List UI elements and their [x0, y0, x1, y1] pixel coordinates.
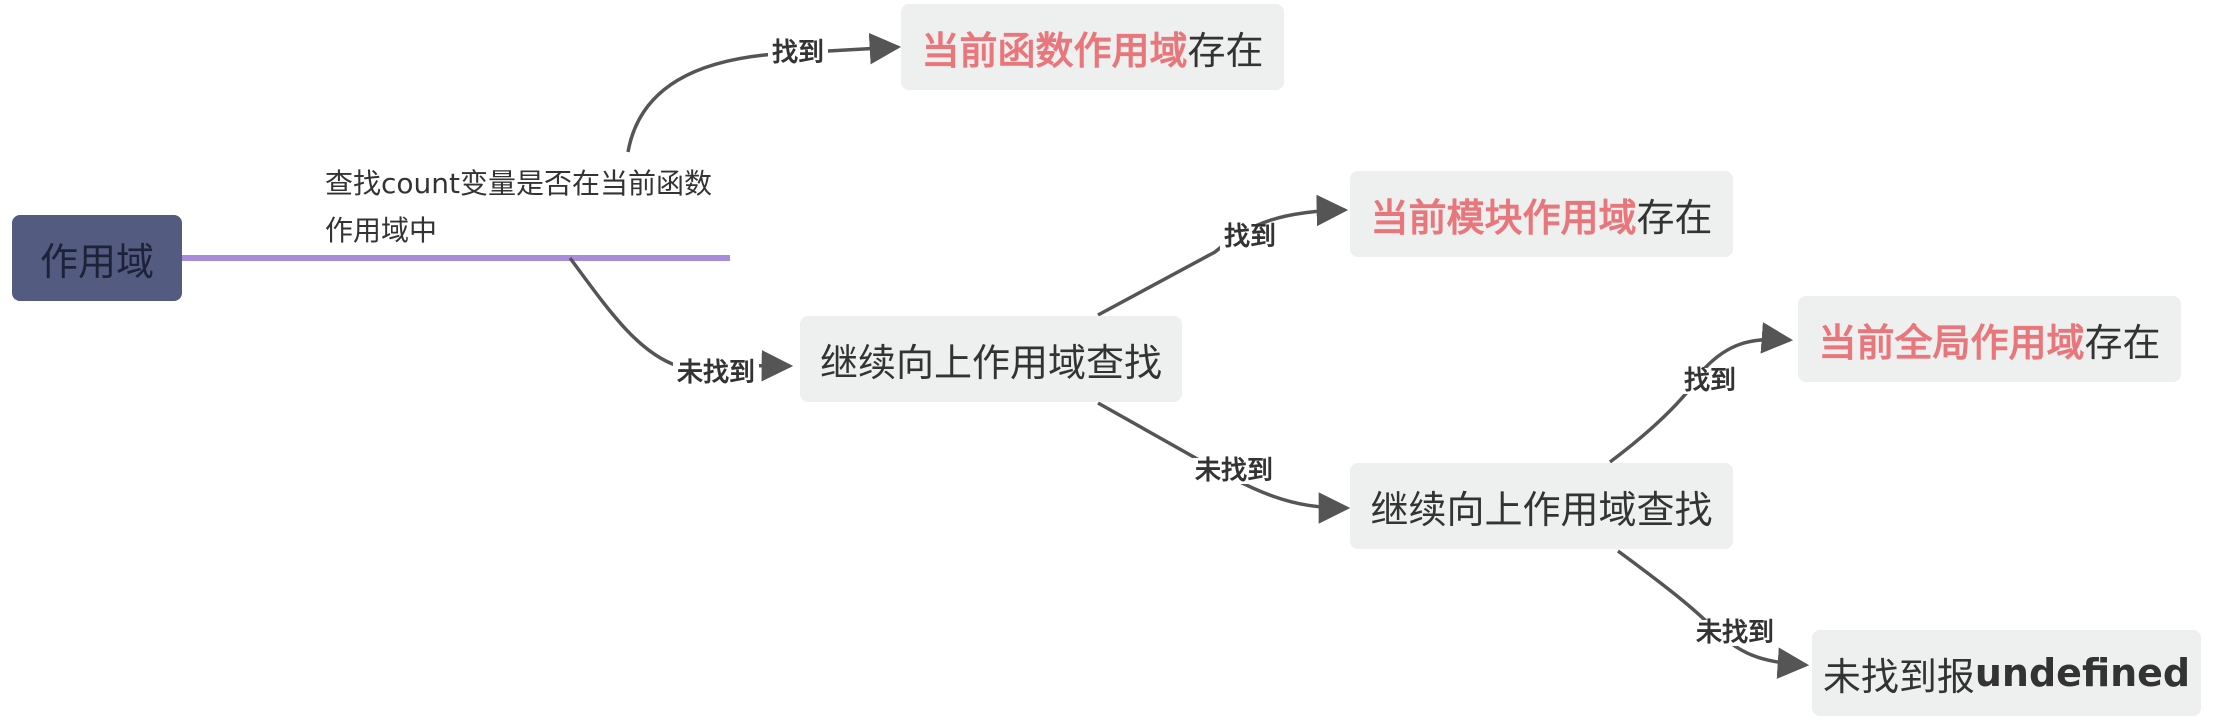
node-function-scope-exists: 当前函数作用域存在	[901, 4, 1284, 90]
branch-text-line2: 作用域中	[325, 214, 438, 247]
edge-label-found-3: 找到	[1680, 368, 1741, 394]
edge-found-1	[626, 32, 902, 153]
edge-label-found-2: 找到	[1220, 224, 1281, 250]
edge-label-notfound-3: 未找到	[1692, 620, 1779, 646]
node-global-scope-highlight: 当前全局作用域	[1818, 320, 2085, 365]
node-function-scope-highlight: 当前函数作用域	[921, 28, 1188, 73]
node-global-scope-exists: 当前全局作用域存在	[1798, 296, 2181, 382]
node-module-scope-highlight: 当前模块作用域	[1370, 195, 1637, 240]
node-module-scope-exists: 当前模块作用域存在	[1350, 171, 1733, 257]
node-global-scope-rest: 存在	[2084, 320, 2161, 365]
edge-label-notfound-2: 未找到	[1191, 458, 1278, 484]
node-not-found-prefix: 未找到报	[1822, 654, 1975, 699]
node-not-found-bold: undefined	[1974, 651, 2191, 695]
edge-label-notfound-1: 未找到	[673, 360, 760, 386]
node-function-scope-rest: 存在	[1187, 28, 1264, 73]
edge-notfound-1	[568, 256, 794, 382]
node-module-scope-rest: 存在	[1636, 195, 1713, 240]
node-continue-search-2: 继续向上作用域查找	[1350, 463, 1733, 549]
branch-text-line1: 查找count变量是否在当前函数	[325, 167, 712, 200]
branch-description: 查找count变量是否在当前函数 作用域中	[325, 160, 725, 254]
edge-label-found-1: 找到	[768, 40, 829, 66]
node-continue-search-1: 继续向上作用域查找	[800, 316, 1182, 402]
edge-found-3	[1608, 322, 1794, 464]
root-node-scope: 作用域	[12, 215, 182, 301]
node-continue-search-2-label: 继续向上作用域查找	[1370, 487, 1713, 532]
root-label: 作用域	[39, 239, 154, 284]
node-continue-search-1-label: 继续向上作用域查找	[819, 340, 1162, 385]
edge-found-2	[1097, 194, 1349, 317]
